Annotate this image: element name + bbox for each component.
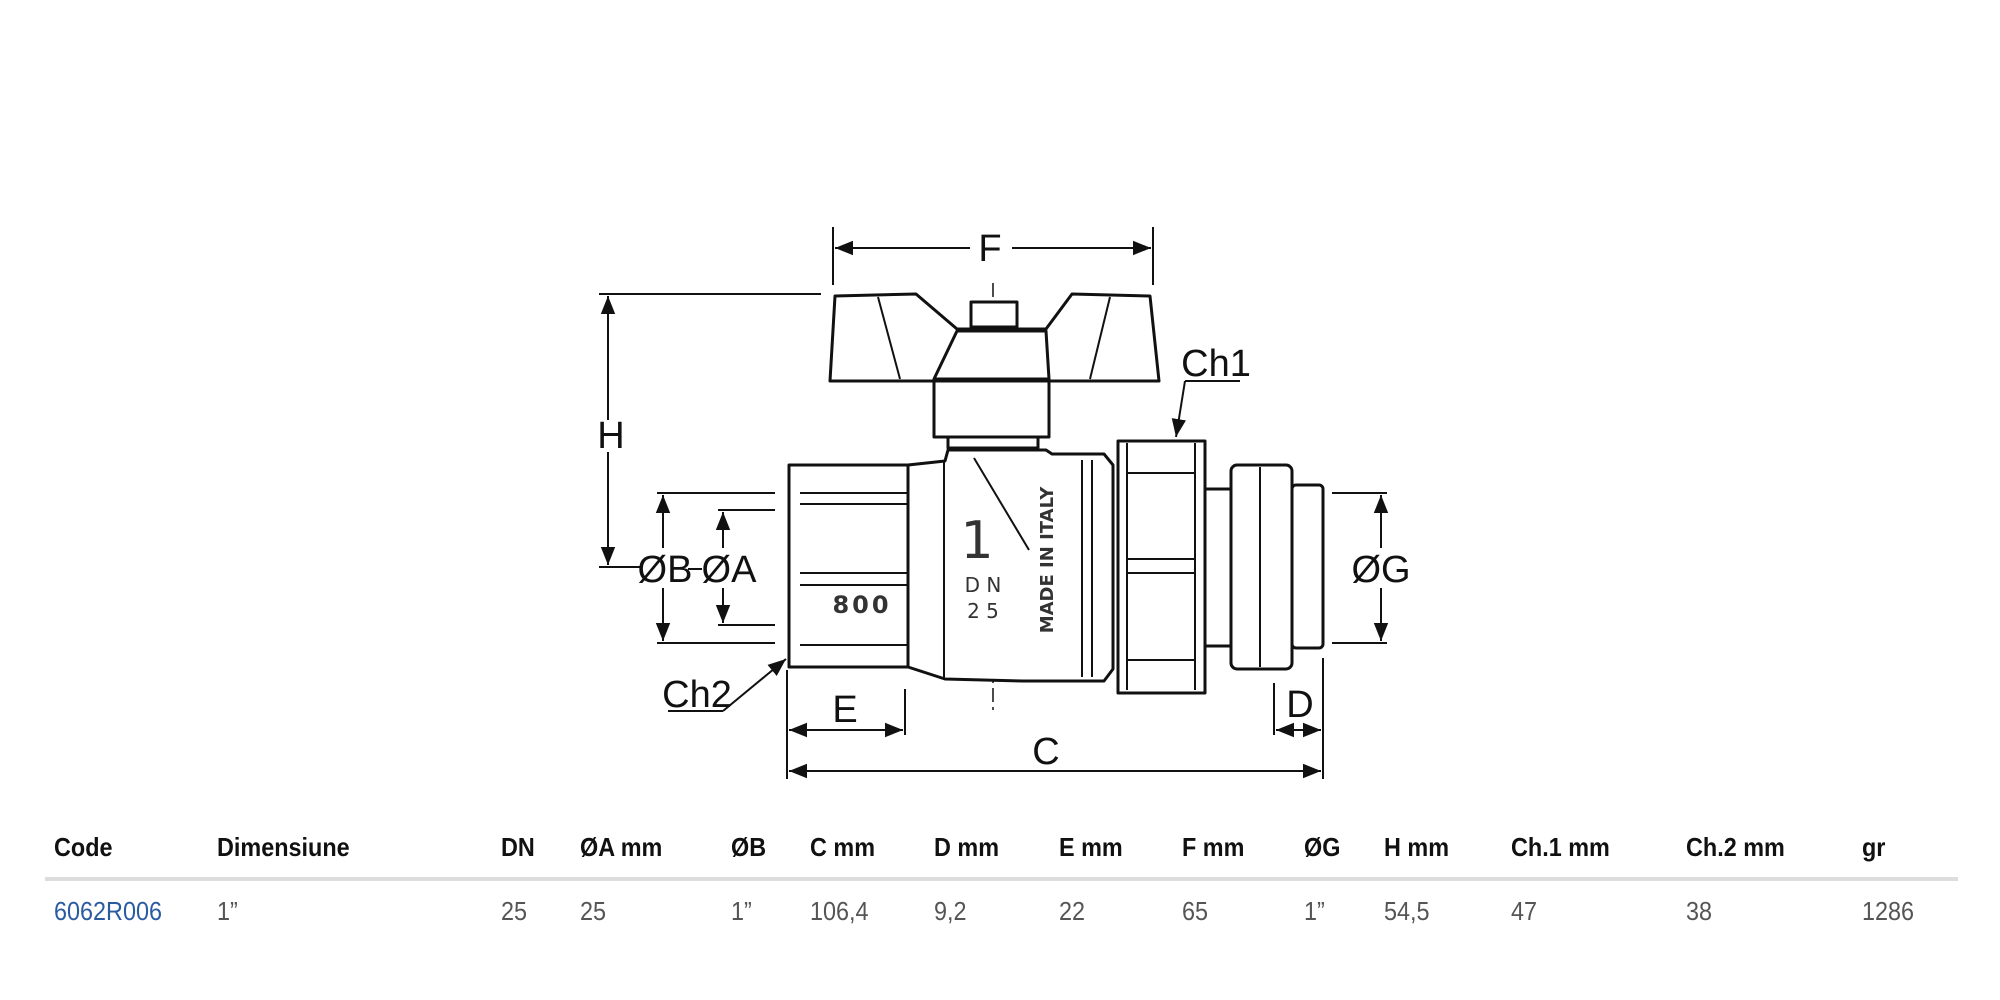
cell-a: 25 [580,896,607,926]
valve-technical-drawing: F H ØB ØA ØG Ch1 Ch2 E C D 1 D N 2 5 MAD… [597,227,1411,779]
cell-g: 1” [1304,896,1325,926]
cell-h: 54,5 [1384,896,1430,926]
header-a: ØA mm [580,832,663,862]
header-c: C mm [810,832,876,862]
header-dimensiune: Dimensiune [217,832,350,862]
cell-ch2: 38 [1686,896,1713,926]
label-h: H [597,415,624,457]
cell-ch1: 47 [1511,896,1538,926]
label-g: ØG [1351,549,1410,591]
header-f: F mm [1182,832,1245,862]
label-ch2: Ch2 [662,674,732,716]
union-nut [1116,439,1207,695]
valve-left-end [787,463,910,669]
cell-gr: 1286 [1862,896,1915,926]
cell-e: 22 [1059,896,1086,926]
marking-size: 1 [960,511,993,571]
cell-dimensiune: 1” [217,896,238,926]
cell-b: 1” [731,896,752,926]
label-c: C [1032,731,1059,773]
header-ch2: Ch.2 mm [1686,832,1785,862]
header-gr: gr [1862,832,1886,862]
header-divider [45,877,1958,881]
label-a: ØA [702,549,758,591]
product-code-link[interactable]: 6062R006 [54,896,162,926]
flange [1229,463,1294,671]
cell-d: 9,2 [934,896,967,926]
label-e: E [832,689,857,731]
marking-dn: D N [965,573,1002,597]
cell-c: 106,4 [810,896,869,926]
marking-25: 2 5 [967,599,999,623]
cell-f: 65 [1182,896,1209,926]
header-g: ØG [1304,832,1341,862]
header-b: ØB [731,832,767,862]
label-b: ØB [638,549,693,591]
marking-origin: MADE IN ITALY [1037,486,1058,634]
header-h: H mm [1384,832,1450,862]
header-dn: DN [501,832,535,862]
label-d: D [1286,684,1313,726]
label-f: F [978,228,1001,270]
header-e: E mm [1059,832,1123,862]
body-markings: 1 D N 2 5 MADE IN ITALY 800 [832,486,1058,634]
header-d: D mm [934,832,1000,862]
label-ch1: Ch1 [1181,343,1251,385]
header-code: Code [54,832,113,862]
cell-dn: 25 [501,896,528,926]
dimension-labels: F H ØB ØA ØG Ch1 Ch2 E C D [597,228,1410,773]
male-spigot [1290,483,1325,650]
header-ch1: Ch.1 mm [1511,832,1610,862]
marking-pressure: 800 [832,591,891,619]
